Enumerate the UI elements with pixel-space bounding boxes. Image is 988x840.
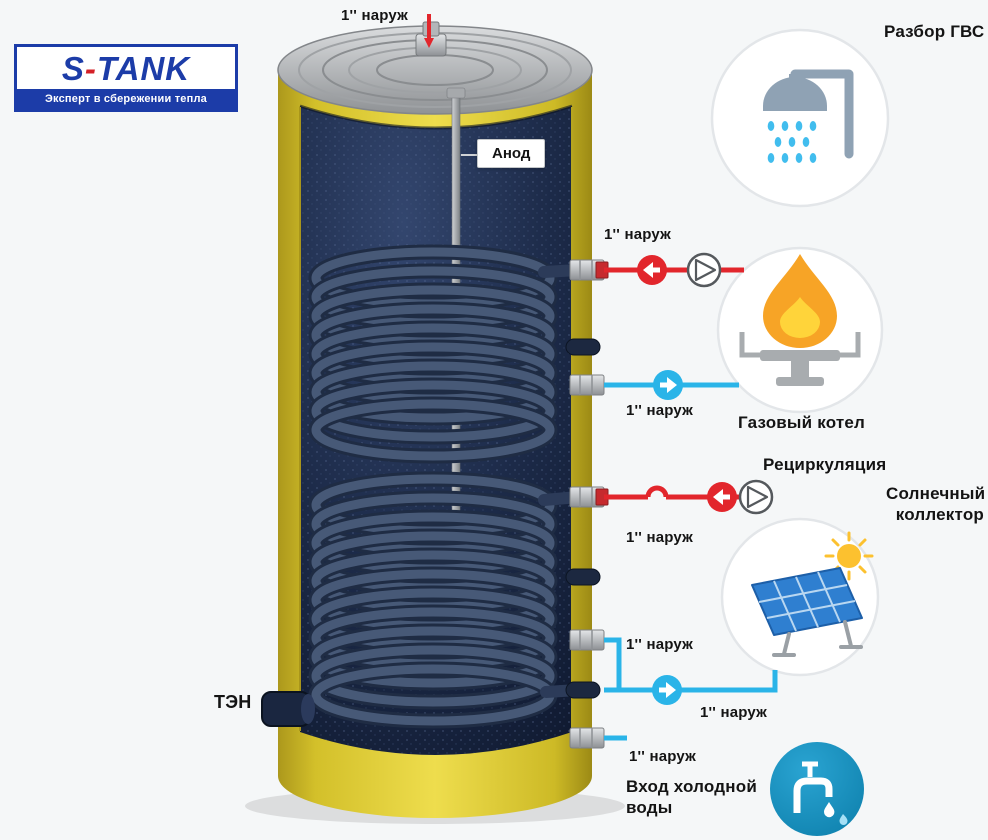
upper-heat-exchanger-coil <box>308 244 558 464</box>
brand-text: S-TANK <box>61 50 191 87</box>
pump-icon <box>686 252 722 288</box>
flame-icon <box>763 254 837 348</box>
pipe-crossover-arc <box>645 485 669 498</box>
cold-water-circle <box>770 742 864 836</box>
label-heating-element: ТЭН <box>214 692 252 712</box>
label-cold-water-inlet: Вход холодной воды <box>626 777 757 818</box>
port-cold-inlet <box>569 727 605 749</box>
label-boiler-supply-port: 1'' наруж <box>604 226 671 243</box>
shower-icon <box>763 69 854 163</box>
port-solar-supply <box>569 486 609 508</box>
port-solar-return <box>565 681 601 699</box>
label-solar-collector: Солнечный коллектор <box>886 484 986 525</box>
label-cold-inlet-port: 1'' наруж <box>629 748 696 765</box>
port-boiler-supply <box>569 259 609 281</box>
cold-flow-arrow-icon <box>653 370 683 400</box>
sensor-pocket <box>565 338 601 356</box>
gas-boiler-circle <box>716 246 884 414</box>
tank-ports <box>565 259 609 749</box>
label-recirculation: Рециркуляция <box>763 455 887 474</box>
label-boiler-return-port: 1'' наруж <box>626 402 693 419</box>
label-solar-supply-port: 1'' наруж <box>626 529 693 546</box>
anode-label: Анод <box>477 139 546 168</box>
brand-tagline: Эксперт в сбережении тепла <box>17 89 235 109</box>
port-boiler-return <box>569 374 605 396</box>
solar-return-pipe <box>604 670 778 693</box>
solar-panel-icon <box>751 567 863 657</box>
sensor-pocket <box>565 568 601 586</box>
label-solar-return-port: 1'' наруж <box>700 704 767 721</box>
cold-flow-arrow-icon <box>652 675 682 705</box>
burner-icon <box>739 332 861 386</box>
label-top-port: 1'' наруж <box>341 7 408 24</box>
dhw-circle <box>710 28 890 208</box>
pump-icon <box>738 479 774 515</box>
brand-logo: S-TANK Эксперт в сбережении тепла <box>14 44 238 112</box>
top-connection-pointer <box>424 14 434 48</box>
tap-icon <box>793 761 848 825</box>
label-gas-boiler: Газовый котел <box>738 413 866 432</box>
label-dhw: Разбор ГВС <box>884 22 985 41</box>
hot-flow-arrow-icon <box>707 482 737 512</box>
solar-collector-circle <box>720 517 880 677</box>
heating-element-plug <box>261 691 315 727</box>
port-tank-return-upper <box>569 629 605 651</box>
label-tank-return-upper-port: 1'' наруж <box>626 636 693 653</box>
tank-return-upper-pipe <box>604 637 622 690</box>
hot-flow-arrow-icon <box>637 255 667 285</box>
